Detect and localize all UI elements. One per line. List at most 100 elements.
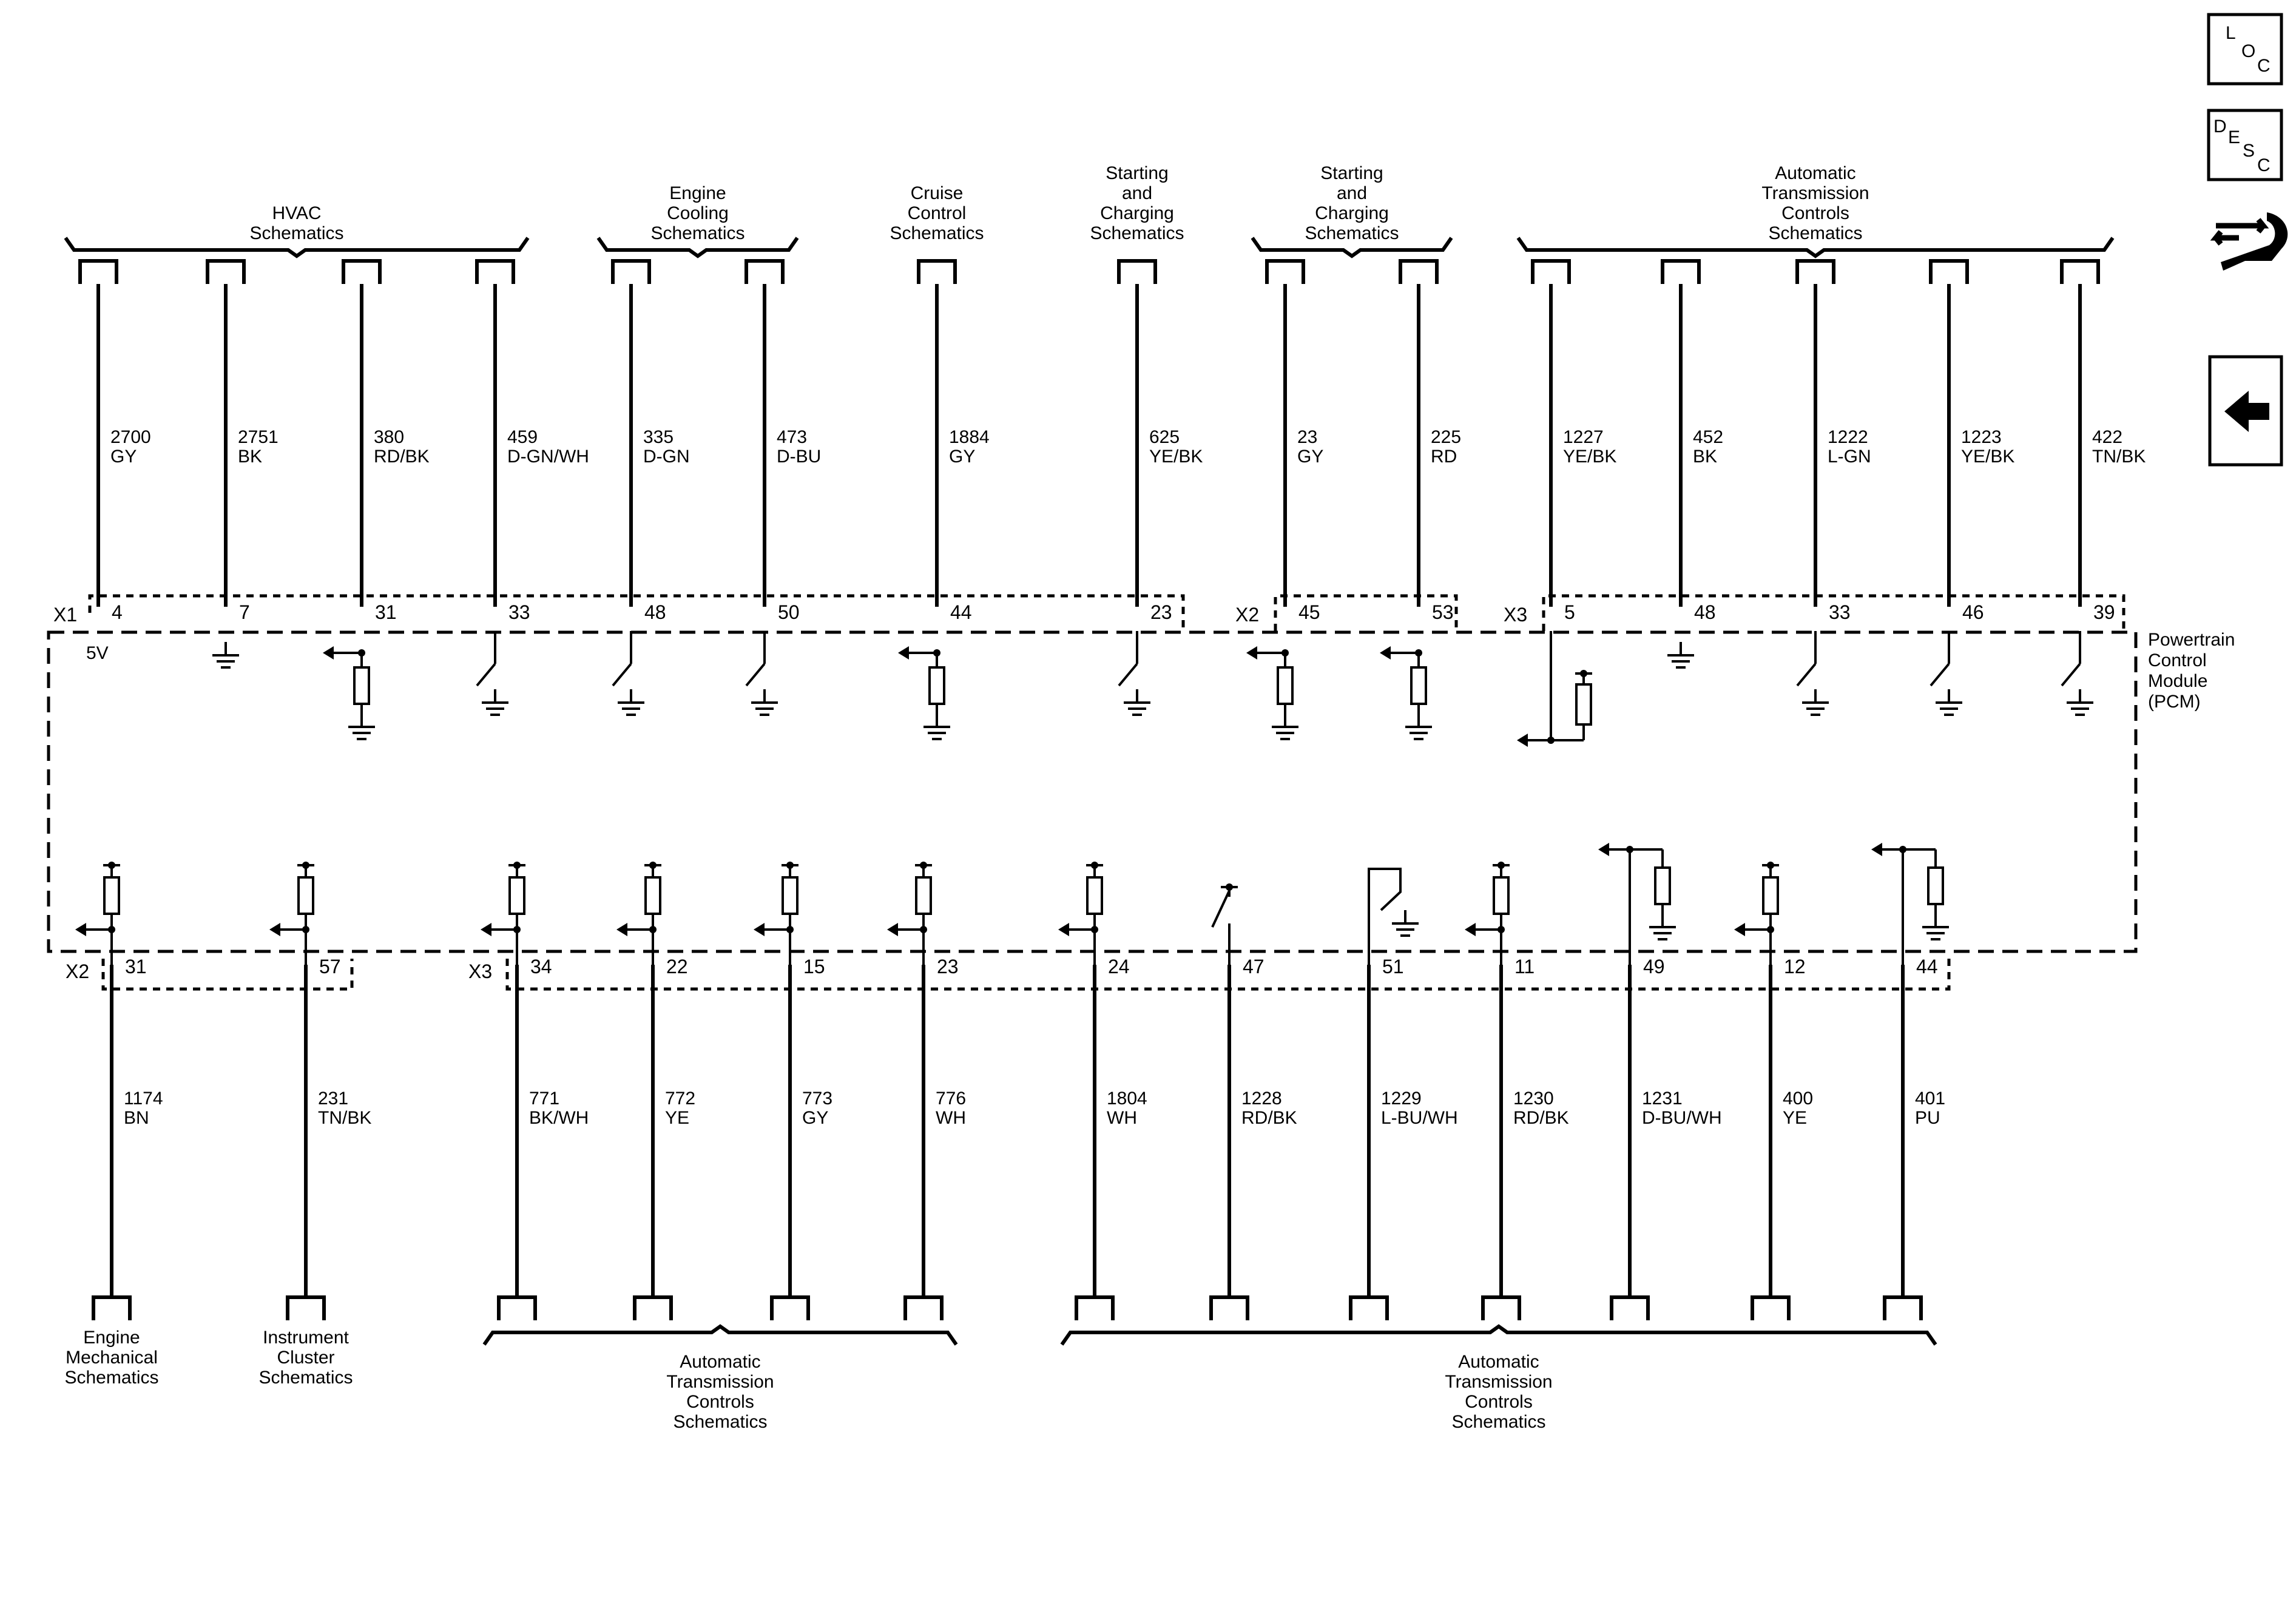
top-terminal-11[interactable] (1661, 259, 1701, 284)
circuit-number: 771 (529, 1089, 559, 1109)
circuit-number: 1174 (124, 1089, 163, 1109)
wire-color: RD/BK (374, 447, 430, 467)
pin-number: 49 (1643, 956, 1665, 977)
resistor-icon (1086, 876, 1103, 915)
top-terminal-3[interactable] (475, 259, 515, 284)
ground-icon (1649, 914, 1676, 940)
bottom-terminal-12[interactable] (1883, 1295, 1923, 1320)
bottom-terminal-4[interactable] (770, 1295, 810, 1320)
top-terminal-4[interactable] (611, 259, 651, 284)
pin-number: 33 (508, 601, 530, 623)
top-terminal-2[interactable] (342, 259, 382, 284)
top-terminal-13[interactable] (1929, 259, 1969, 284)
description-button-letter-4: C (2257, 155, 2271, 175)
top-terminal-1[interactable] (206, 259, 246, 284)
circuit-number: 1229 (1381, 1089, 1422, 1109)
pin-number: 23 (937, 956, 959, 977)
group-label: Charging (1315, 203, 1389, 223)
top-terminal-9[interactable] (1399, 259, 1439, 284)
group-label: Schematics (1451, 1412, 1545, 1432)
pin-number: 15 (803, 956, 825, 977)
bottom-terminal-9[interactable] (1481, 1295, 1521, 1320)
top-terminal-10[interactable] (1531, 259, 1571, 284)
group-label: Starting (1320, 163, 1383, 183)
group-brace (1060, 1324, 1937, 1346)
wrench-arrow-icon[interactable] (2210, 212, 2288, 271)
pin-number: 53 (1432, 601, 1454, 623)
back-button[interactable] (2208, 355, 2283, 467)
circuit-number: 231 (318, 1089, 348, 1109)
switch-icon (476, 663, 496, 687)
location-button[interactable]: L O C (2207, 13, 2283, 86)
top-terminal-0[interactable] (78, 259, 118, 284)
back-arrow-icon (2224, 391, 2269, 432)
bottom-terminal-3[interactable] (633, 1295, 673, 1320)
wire-color: TN/BK (2092, 447, 2146, 467)
wire-color: GY (802, 1108, 828, 1128)
pin-number: 50 (778, 601, 800, 623)
group-label: Control (908, 203, 967, 223)
group-label: Starting (1106, 163, 1168, 183)
pin-number: 47 (1243, 956, 1264, 977)
circuit-number: 401 (1915, 1089, 1945, 1109)
bottom-terminal-2[interactable] (497, 1295, 537, 1320)
bottom-terminal-0[interactable] (92, 1295, 132, 1320)
bottom-terminal-11[interactable] (1751, 1295, 1791, 1320)
top-terminal-12[interactable] (1795, 259, 1835, 284)
description-button-letter-3: S (2243, 141, 2255, 161)
circuit-number: 459 (507, 427, 538, 447)
pin-number: 48 (1694, 601, 1716, 623)
circuit-number: 1804 (1107, 1089, 1147, 1109)
ground-icon (1124, 689, 1150, 716)
bottom-terminal-1[interactable] (286, 1295, 326, 1320)
ground-icon (2067, 689, 2093, 716)
resistor-icon (1762, 876, 1779, 915)
signal-arrow-icon (1058, 923, 1098, 936)
top-terminal-5[interactable] (745, 259, 785, 284)
signal-arrow-icon (1734, 923, 1774, 936)
pin-number: 34 (530, 956, 552, 977)
ground-icon (618, 689, 644, 716)
circuit-number: 2751 (238, 427, 279, 447)
group-label: and (1122, 183, 1152, 203)
top-terminal-7[interactable] (1117, 259, 1157, 284)
wire-color: D-GN/WH (507, 447, 589, 467)
top-terminal-14[interactable] (2060, 259, 2100, 284)
description-button[interactable]: D E S C (2207, 109, 2283, 181)
wire-color: PU (1915, 1108, 1940, 1128)
group-label: Charging (1100, 203, 1174, 223)
group-label: Instrument (263, 1328, 349, 1348)
pin-number: 7 (239, 601, 250, 623)
resistor-icon (915, 876, 932, 915)
pcm-module-outline (47, 630, 2138, 953)
pin-number: 4 (112, 601, 123, 623)
voltage-label: 5V (86, 643, 109, 663)
location-button-letter-2: O (2241, 41, 2255, 61)
bottom-terminal-5[interactable] (903, 1295, 944, 1320)
group-label: Cooling (667, 203, 729, 223)
group-label: Schematics (64, 1368, 158, 1388)
top-terminal-8[interactable] (1265, 259, 1305, 284)
wire-color: D-BU/WH (1642, 1108, 1722, 1128)
signal-arrow-icon (754, 923, 794, 936)
resistor-icon (644, 876, 661, 915)
bottom-terminal-7[interactable] (1209, 1295, 1249, 1320)
connector-x3-bottom-outline (505, 959, 1951, 991)
circuit-number: 1231 (1642, 1089, 1683, 1109)
top-terminal-6[interactable] (917, 259, 957, 284)
wire-color: D-BU (777, 447, 821, 467)
ground-icon (1936, 689, 1962, 716)
pullup-icon (1221, 883, 1238, 897)
module-label: Control (2148, 650, 2207, 670)
bottom-terminal-8[interactable] (1349, 1295, 1389, 1320)
bottom-terminal-6[interactable] (1075, 1295, 1115, 1320)
ground-icon (482, 689, 508, 716)
group-brace (1516, 237, 2115, 258)
wire-color: GY (949, 447, 975, 467)
bottom-terminal-10[interactable] (1610, 1295, 1650, 1320)
group-label: Transmission (666, 1372, 774, 1392)
signal-arrow-icon (887, 923, 927, 936)
pin-number: 44 (950, 601, 972, 623)
ground-icon (923, 714, 950, 740)
resistor-icon (1277, 666, 1294, 705)
